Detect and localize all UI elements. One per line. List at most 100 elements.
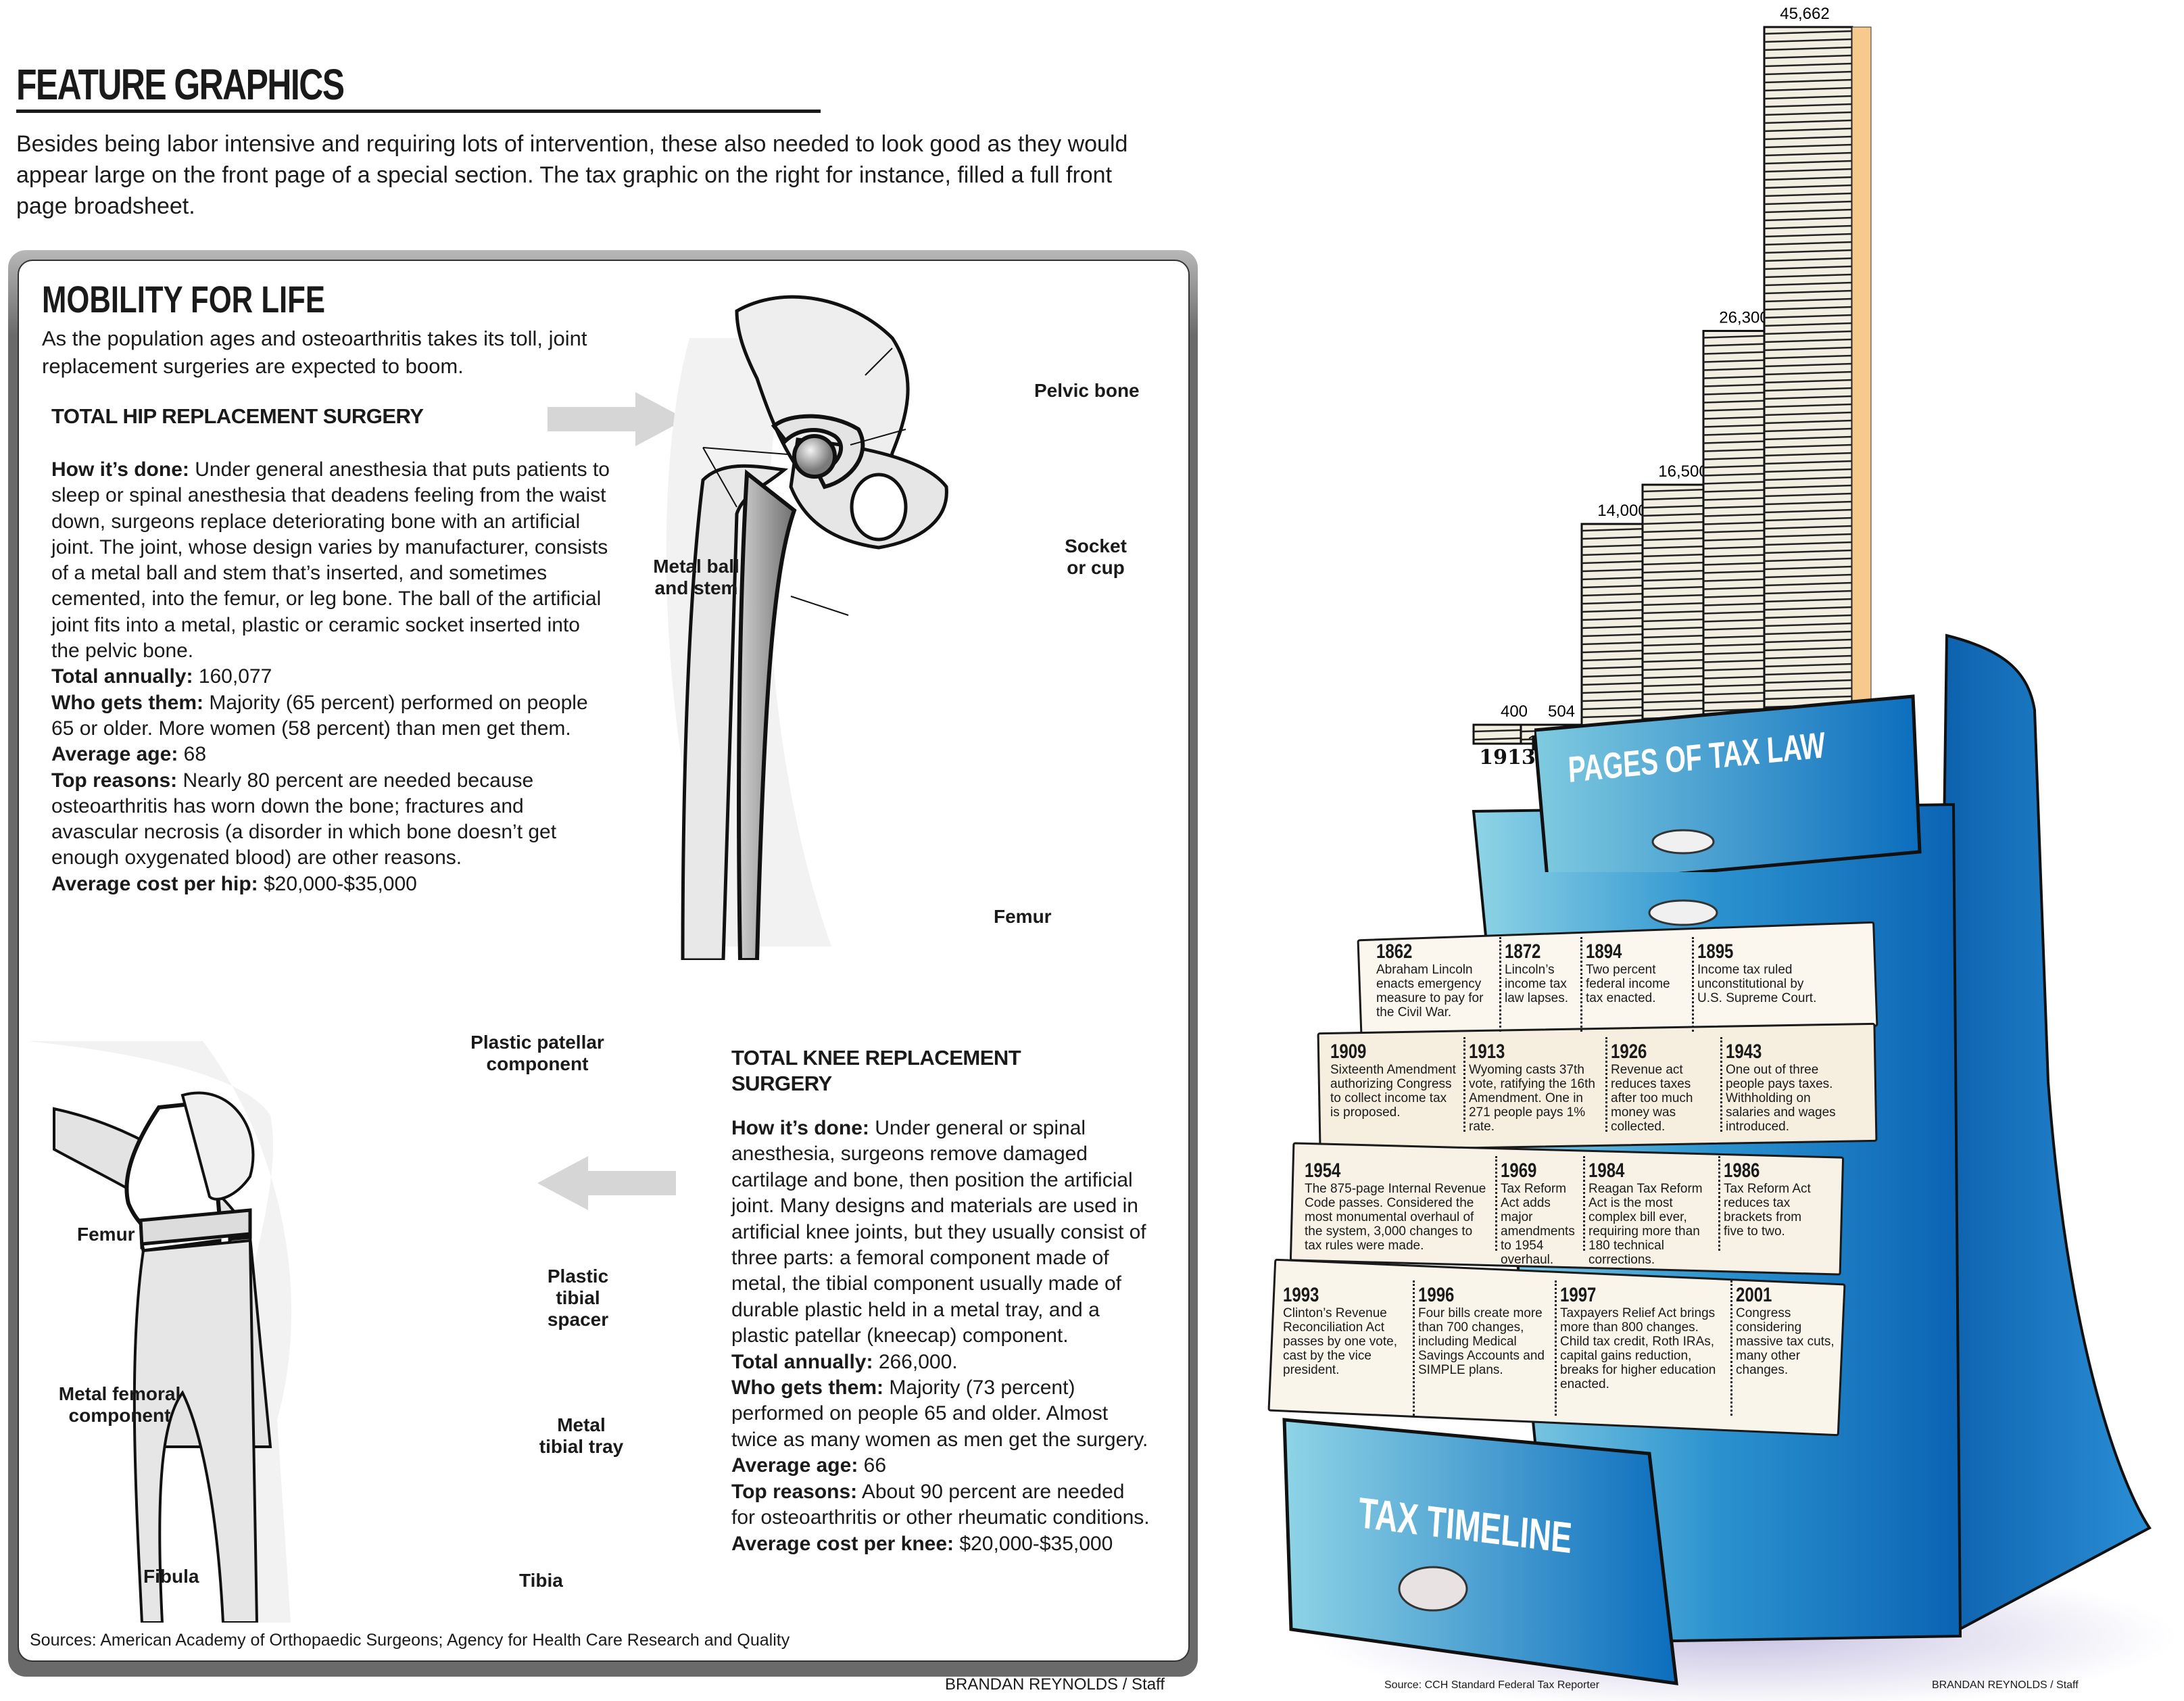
hip-details: How it’s done: Under general anesthesia …: [51, 457, 612, 897]
top-drawer-handle-icon: [1651, 829, 1715, 855]
intro-paragraph: Besides being labor intensive and requir…: [16, 131, 1128, 219]
timeline-text: Wyoming casts 37th vote, ratifying the 1…: [1469, 1063, 1595, 1134]
timeline-divider: [1583, 1156, 1585, 1251]
label-tibia: Tibia: [519, 1570, 563, 1591]
timeline-divider: [1495, 1156, 1497, 1251]
cabinet-side: [1931, 633, 2152, 1638]
stack-value-label: 26,300: [1719, 308, 1768, 327]
timeline-text: Revenue act reduces taxes after too much…: [1611, 1063, 1693, 1134]
stack-year-label: 1913: [1479, 746, 1536, 764]
timeline-year: 1894: [1586, 940, 1622, 963]
timeline-year: 1895: [1697, 940, 1734, 963]
stack-value-label: 14,000: [1597, 502, 1647, 520]
timeline-text: Four bills create more than 700 changes,…: [1418, 1306, 1545, 1377]
timeline-text: Clinton’s Revenue Reconciliation Act pas…: [1283, 1306, 1397, 1377]
timeline-year: 1984: [1588, 1159, 1625, 1182]
knee-field-who: Who gets them: Majority (73 percent) per…: [731, 1376, 1148, 1451]
knee-field-how: How it’s done: Under general or spinal a…: [731, 1117, 1146, 1347]
femur-bone: [681, 464, 789, 960]
timeline-divider: [1720, 1037, 1722, 1132]
knee-field-reasons: Top reasons: About 90 percent are needed…: [731, 1480, 1150, 1529]
timeline-text: Two percent federal income tax enacted.: [1586, 963, 1670, 1005]
left-arrow-icon: [537, 1156, 676, 1210]
timeline-divider: [1718, 1156, 1720, 1251]
timeline-text: Taxpayers Relief Act brings more than 80…: [1560, 1306, 1716, 1391]
top-drawer: [1534, 694, 1922, 872]
stack-2001: 45,6622001: [1763, 5, 1872, 756]
timeline-divider: [1413, 1280, 1415, 1416]
stack-value-label: 45,662: [1780, 5, 1829, 23]
label-metal-ball: Metal ball and stem: [653, 556, 739, 598]
timeline-divider: [1605, 1037, 1607, 1132]
tax-source-note: Source: CCH Standard Federal Tax Reporte…: [1384, 1679, 1600, 1691]
metal-stem: [737, 469, 797, 960]
hip-field-reasons: Top reasons: Nearly 80 percent are neede…: [51, 769, 557, 869]
timeline-text: The 875-page Internal Revenue Code passe…: [1305, 1182, 1486, 1253]
timeline-year: 2001: [1736, 1284, 1772, 1306]
stack-value-label: 504: [1548, 702, 1575, 721]
hip-field-how: How it’s done: Under general anesthesia …: [51, 458, 610, 663]
timeline-year: 1986: [1724, 1159, 1760, 1182]
title-rule: [16, 110, 821, 113]
timeline-text: Sixteenth Amendment authorizing Congress…: [1330, 1063, 1456, 1120]
page-title: FEATURE GRAPHICS: [16, 60, 345, 109]
knee-field-total: Total annually: 266,000.: [731, 1350, 958, 1373]
timeline-divider: [1499, 937, 1501, 1032]
panel-title: MOBILITY FOR LIFE: [42, 278, 325, 320]
label-socket: Socket or cup: [1065, 535, 1127, 578]
bottom-drawer-handle-icon: [1398, 1566, 1468, 1612]
hip-section-heading: TOTAL HIP REPLACEMENT SURGERY: [51, 404, 424, 428]
timeline-year: 1969: [1501, 1159, 1537, 1182]
timeline-text: One out of three people pays taxes. With…: [1726, 1063, 1836, 1134]
metal-ball: [792, 434, 837, 479]
middle-drawer-handle-icon: [1648, 899, 1718, 926]
label-pelvic-bone: Pelvic bone: [1034, 380, 1140, 401]
timeline-divider: [1555, 1280, 1557, 1416]
timeline-text: Tax Reform Act adds major amendments to …: [1501, 1182, 1575, 1267]
timeline-text: Abraham Lincoln enacts emergency measure…: [1376, 963, 1484, 1020]
timeline-year: 1993: [1283, 1284, 1319, 1306]
hip-diagram: [666, 295, 948, 960]
timeline-year: 1862: [1376, 940, 1413, 963]
label-patellar: Plastic patellar component: [470, 1032, 604, 1074]
timeline-year: 1926: [1611, 1040, 1647, 1063]
timeline-divider: [1580, 937, 1582, 1032]
stack-value-label: 16,500: [1658, 462, 1707, 481]
stack-paper: [1763, 26, 1853, 745]
timeline-divider: [1730, 1280, 1732, 1416]
timeline-year: 1872: [1505, 940, 1541, 963]
knee-details: How it’s done: Under general or spinal a…: [731, 1116, 1150, 1557]
timeline-divider: [1463, 1037, 1465, 1132]
panel-intro: As the population ages and osteoarthriti…: [42, 327, 587, 378]
timeline-year: 1954: [1305, 1159, 1341, 1182]
timeline-year: 1913: [1469, 1040, 1505, 1063]
timeline-year: 1996: [1418, 1284, 1455, 1306]
label-tibial-tray: Metal tibial tray: [539, 1414, 624, 1457]
timeline-text: Congress considering massive tax cuts, m…: [1736, 1306, 1835, 1377]
hip-field-age: Average age: 68: [51, 743, 207, 766]
knee-field-cost: Average cost per knee: $20,000-$35,000: [731, 1532, 1113, 1555]
patellar-component: [180, 1091, 255, 1201]
label-femur-hip: Femur: [994, 906, 1052, 927]
tax-artist-credit: BRANDAN REYNOLDS / Staff: [1932, 1679, 2079, 1691]
timeline-text: Lincoln’s income tax law lapses.: [1505, 963, 1568, 1005]
label-fibula: Fibula: [143, 1566, 199, 1587]
knee-diagram: [27, 1041, 292, 1623]
timeline-text: Tax Reform Act reduces tax brackets from…: [1724, 1182, 1811, 1239]
obturator-foramen: [850, 473, 908, 542]
timeline-divider: [1692, 937, 1694, 1032]
timeline-text: Income tax ruled unconstitutional by U.S…: [1697, 963, 1817, 1005]
stack-value-label: 400: [1501, 702, 1528, 721]
